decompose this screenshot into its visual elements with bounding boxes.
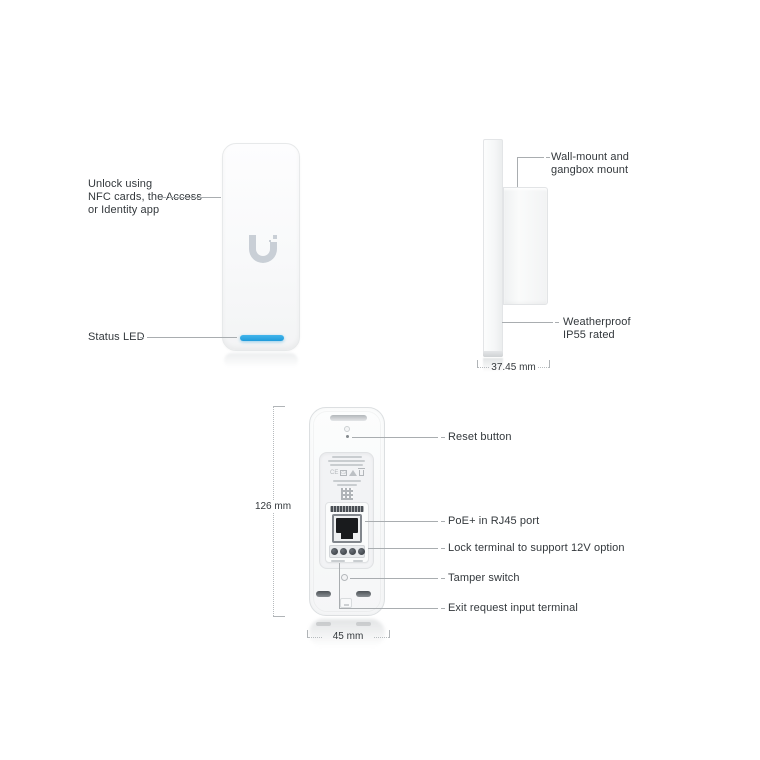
tamper-leader-line [350, 578, 438, 579]
terminal-screw [331, 548, 338, 555]
unlock-label: Unlock using NFC cards, the Access or Id… [88, 178, 202, 217]
regulatory-text-line [330, 464, 363, 466]
ukca-mark-icon: CA [340, 470, 348, 476]
leader-tick [162, 197, 166, 198]
lock-terminal-leader-line [368, 548, 438, 549]
bottom-slot [316, 591, 331, 597]
terminal-marking [353, 560, 363, 562]
tamper-switch-label: Tamper switch [448, 572, 520, 584]
device-front-face [222, 143, 300, 351]
width-dimension-value: 45 mm [332, 631, 364, 642]
gangbox-mount-block [503, 187, 548, 305]
tamper-switch [341, 574, 348, 581]
leader-tick [140, 337, 144, 338]
terminal-screw [340, 548, 347, 555]
ubiquiti-u-logo-icon [249, 235, 277, 265]
mounting-slot [330, 415, 367, 421]
weatherproof-label: Weatherproof IP55 rated [563, 316, 631, 342]
exit-request-terminal [340, 598, 352, 608]
device-side-profile [483, 139, 503, 357]
status-led-bar [240, 335, 284, 341]
mac-label-barcode [330, 506, 364, 512]
status-led-label: Status LED [88, 331, 145, 343]
certification-marks-row: CE CA [330, 468, 365, 477]
recycle-triangle-icon [349, 470, 358, 476]
leader-tick [546, 157, 550, 158]
back-reflection [309, 619, 385, 647]
reset-button-label: Reset button [448, 431, 512, 443]
poe-port-label: PoE+ in RJ45 port [448, 515, 540, 527]
front-reflection [224, 353, 298, 368]
regulatory-text-line [337, 484, 357, 486]
qr-code [341, 488, 353, 500]
device-side-base [483, 351, 503, 357]
reset-leader-line [352, 437, 438, 438]
regulatory-text-line [333, 480, 361, 482]
weatherproof-leader-line [502, 322, 553, 323]
status-led-leader-line [147, 337, 237, 338]
ce-mark-icon: CE [330, 470, 339, 476]
unlock-leader-line [169, 197, 221, 198]
exit-leader-line-vertical [339, 563, 340, 608]
exit-leader-line [339, 608, 438, 609]
lock-terminal-label: Lock terminal to support 12V option [448, 542, 625, 554]
rj45-port [332, 514, 362, 543]
terminal-marking [331, 560, 345, 562]
side-reflection [483, 358, 503, 372]
terminal-screw [358, 548, 365, 555]
screw-hole [344, 426, 350, 432]
wall-mount-label: Wall-mount and gangbox mount [551, 151, 630, 177]
reset-button-dot [346, 435, 349, 438]
wall-mount-leader-line-vertical [517, 157, 518, 187]
regulatory-text-line [332, 456, 362, 458]
exit-request-label: Exit request input terminal [448, 602, 578, 614]
regulatory-text-line [328, 460, 365, 462]
terminal-screw [349, 548, 356, 555]
poe-leader-line [365, 521, 438, 522]
weee-bin-icon [357, 468, 365, 476]
bottom-slot [356, 591, 371, 597]
wall-mount-leader-line [517, 157, 544, 158]
depth-dimension-value: 37.45 mm [491, 362, 536, 373]
leader-tick [555, 322, 559, 323]
height-dimension-value: 126 mm [251, 500, 295, 513]
